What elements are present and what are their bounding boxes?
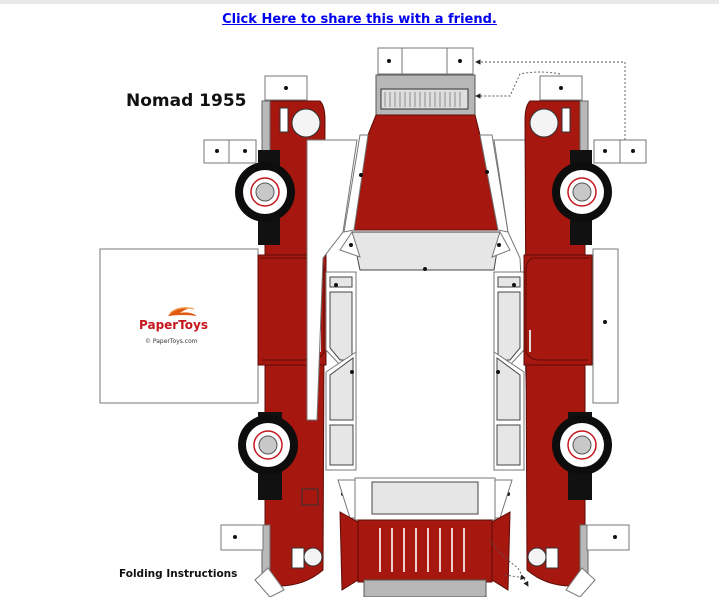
top-frame-strip (0, 0, 719, 4)
left-window-strip (325, 271, 357, 496)
car-right-side (523, 75, 647, 587)
right-window-strip (493, 271, 525, 496)
left-side-panel (99, 248, 259, 404)
model-title: Nomad 1955 (126, 91, 247, 111)
bottom-left-tab (220, 524, 264, 551)
folding-instructions-heading: Folding Instructions (119, 568, 238, 580)
car-center-top (339, 47, 511, 271)
share-with-friend-link[interactable]: Click Here to share this with a friend. (222, 12, 497, 27)
fold-guide-arrows (475, 59, 626, 587)
wheel-rear-right (552, 415, 612, 475)
wheel-rear-left (238, 415, 298, 475)
bottom-right-tab (586, 524, 630, 551)
left-pillar-flap (306, 139, 358, 421)
car-rear (337, 477, 513, 597)
wheel-front-right (552, 162, 612, 222)
papertoys-logo-text: PaperToys (139, 318, 208, 332)
wheel-front-left (235, 162, 295, 222)
bottom-left-flap (254, 567, 285, 597)
bottom-right-flap (565, 567, 596, 597)
right-side-panel (592, 248, 619, 404)
papertoys-logo: PaperToys © PaperToys.com (139, 306, 208, 345)
papertoys-url-text: © PaperToys.com (145, 338, 198, 345)
glue-dot (603, 320, 607, 324)
